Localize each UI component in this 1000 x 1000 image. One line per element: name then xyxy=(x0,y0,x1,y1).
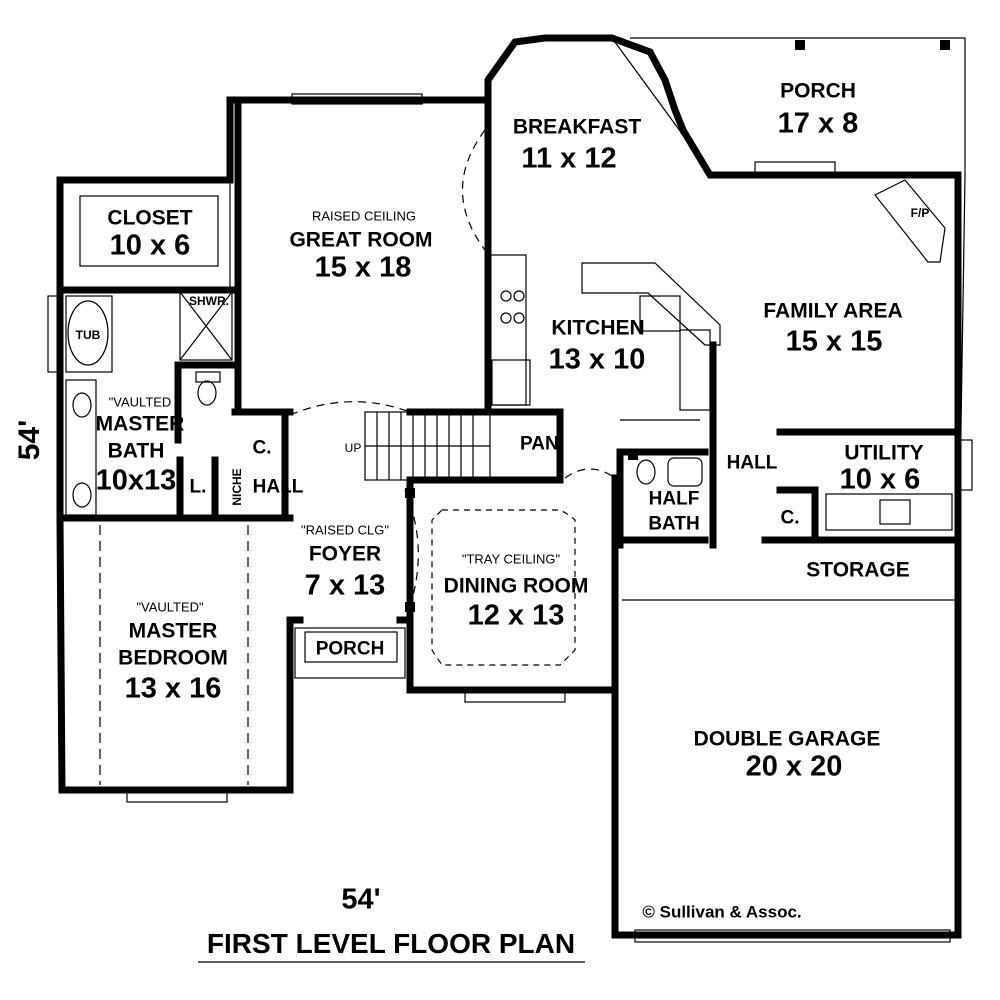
fireplace-label: F/P xyxy=(910,206,930,220)
up-label: UP xyxy=(344,441,362,455)
breakfast-dim: 11 x 12 xyxy=(521,142,617,175)
master-bedroom-dim: 13 x 16 xyxy=(124,672,222,705)
kitchen-dim: 13 x 10 xyxy=(548,343,646,376)
storage-name: STORAGE xyxy=(806,558,910,582)
master-bath-name2: BATH xyxy=(107,439,165,463)
hall-right-label: HALL xyxy=(726,452,778,474)
family-area-dim: 15 x 15 xyxy=(785,325,883,358)
pantry-label: PAN. xyxy=(520,433,564,455)
closet-c1-label: C. xyxy=(252,437,272,459)
tub-label: TUB xyxy=(75,328,101,342)
master-bedroom-name2: BEDROOM xyxy=(118,646,228,670)
dining-room-note: "TRAY CEILING" xyxy=(461,551,561,567)
walls xyxy=(56,34,962,939)
master-bath-dim: 10x13 xyxy=(95,464,177,497)
dining-room-dim: 12 x 13 xyxy=(467,599,565,632)
porch-rear-name: PORCH xyxy=(780,79,856,103)
great-room-note: RAISED CEILING xyxy=(311,208,417,224)
foyer-note: "RAISED CLG" xyxy=(301,522,389,538)
master-bedroom-note: "VAULTED" xyxy=(136,599,204,615)
hall-left-label: HALL xyxy=(252,476,304,498)
family-area-name: FAMILY AREA xyxy=(763,299,903,323)
master-bedroom-name: MASTER xyxy=(128,619,218,643)
closet-name: CLOSET xyxy=(107,206,193,230)
plan-title: FIRST LEVEL FLOOR PLAN xyxy=(206,928,576,959)
double-garage-name: DOUBLE GARAGE xyxy=(693,727,881,751)
great-room-dim: 15 x 18 xyxy=(314,251,412,284)
niche-label: NICHE xyxy=(230,468,244,506)
kitchen-name: KITCHEN xyxy=(551,316,645,340)
foyer-dim: 7 x 13 xyxy=(304,569,386,602)
master-bath-note: "VAULTED xyxy=(108,394,172,410)
width-dimension-label: 54' xyxy=(341,883,381,916)
half-bath-label: HALF xyxy=(648,488,700,510)
breakfast-name: BREAKFAST xyxy=(512,115,642,139)
copyright-label: © Sullivan & Assoc. xyxy=(642,902,802,922)
half-bath-label-2: BATH xyxy=(648,513,700,535)
great-room-name: GREAT ROOM xyxy=(289,228,433,252)
closet-dim: 10 x 6 xyxy=(109,229,191,262)
porch-front-name: PORCH xyxy=(315,638,385,660)
foyer-name: FOYER xyxy=(308,542,382,566)
double-garage-dim: 20 x 20 xyxy=(745,750,843,783)
shower-label: SHWR. xyxy=(189,294,229,308)
closet-c2-label: C. xyxy=(780,507,800,529)
utility-name: UTILITY xyxy=(844,441,924,465)
porch-rear-dim: 17 x 8 xyxy=(777,107,859,140)
depth-dimension-label: 54' xyxy=(13,419,46,461)
master-bath-name: MASTER xyxy=(95,412,185,436)
dining-room-name: DINING ROOM xyxy=(443,574,589,598)
utility-dim: 10 x 6 xyxy=(839,463,921,496)
linen-label: L. xyxy=(189,476,207,498)
posts xyxy=(405,40,950,612)
